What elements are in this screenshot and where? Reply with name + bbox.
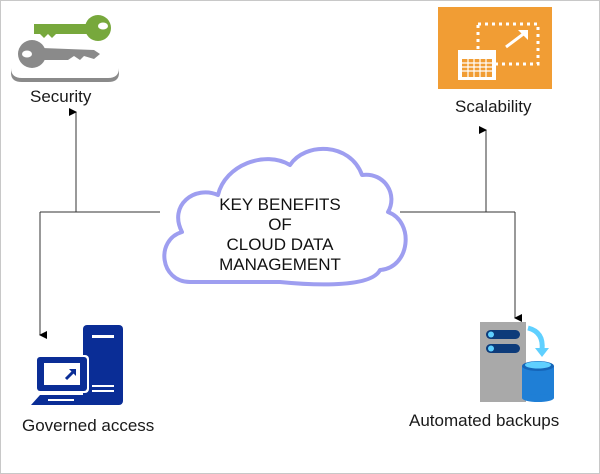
scalability-label: Scalability bbox=[455, 97, 532, 116]
central-topic-line-4: MANAGEMENT bbox=[219, 255, 341, 274]
central-topic-line-2: OF bbox=[268, 215, 292, 234]
central-topic-line-1: KEY BENEFITS bbox=[219, 195, 341, 214]
central-topic-line-3: CLOUD DATA bbox=[226, 235, 334, 254]
automated-backups-label: Automated backups bbox=[409, 411, 560, 430]
central-topic: KEY BENEFITS OF CLOUD DATA MANAGEMENT bbox=[190, 195, 370, 275]
keys-icon bbox=[11, 15, 119, 82]
scale-up-icon bbox=[438, 7, 552, 89]
security-label: Security bbox=[30, 87, 92, 106]
computer-server-icon bbox=[31, 325, 123, 405]
governed-access-label: Governed access bbox=[22, 416, 155, 435]
server-database-backup-icon bbox=[480, 322, 554, 402]
cloud-shape bbox=[162, 146, 408, 287]
